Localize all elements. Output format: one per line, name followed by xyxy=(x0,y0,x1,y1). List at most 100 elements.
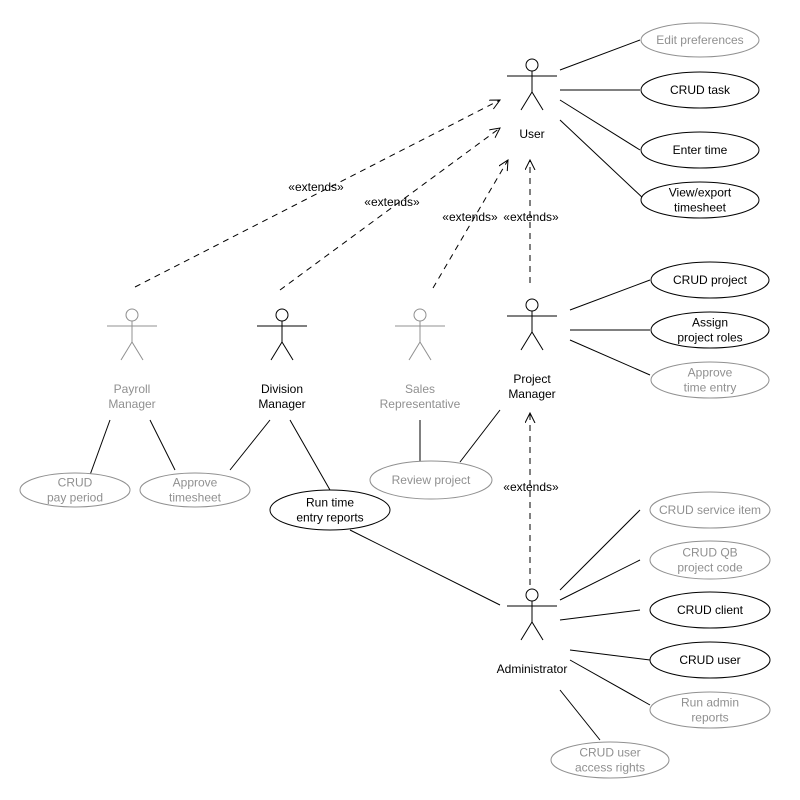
actor-figure-icon xyxy=(507,588,557,641)
association-line xyxy=(229,419,271,471)
actor-label: Division xyxy=(261,382,303,396)
use-case-crud-client[interactable]: CRUD client xyxy=(649,591,771,629)
use-case-ellipse xyxy=(19,472,131,508)
use-case-label: entry reports xyxy=(296,511,363,525)
association-line xyxy=(569,279,651,311)
association-line xyxy=(349,529,501,606)
association-line xyxy=(559,509,641,591)
use-case-label: access rights xyxy=(575,761,645,775)
extends-arrow xyxy=(432,160,508,289)
use-case-ellipse xyxy=(650,361,770,399)
actor-label: Administrator xyxy=(497,662,568,676)
association-line xyxy=(559,39,641,71)
use-case-ellipse xyxy=(649,491,771,529)
use-case-label: CRUD xyxy=(58,476,93,490)
association-line xyxy=(559,689,601,741)
extends-label: «extends» xyxy=(288,180,344,194)
association-line xyxy=(89,419,111,476)
extends-label: «extends» xyxy=(442,210,498,224)
actor-label: Payroll xyxy=(114,382,151,396)
use-case-crud-task[interactable]: CRUD task xyxy=(640,71,760,109)
use-case-ellipse xyxy=(640,71,760,109)
use-case-label: Approve xyxy=(688,366,733,380)
use-case-review-project[interactable]: Review project xyxy=(369,460,493,500)
use-case-label: pay period xyxy=(47,491,103,505)
use-case-edit-preferences[interactable]: Edit preferences xyxy=(640,22,760,58)
use-case-ellipse xyxy=(650,261,770,299)
use-case-ellipse xyxy=(139,472,251,508)
association-line xyxy=(149,419,176,471)
use-case-ellipse xyxy=(640,181,760,219)
association-line xyxy=(559,609,641,621)
use-case-label: project roles xyxy=(677,331,742,345)
use-case-label: CRUD task xyxy=(670,83,731,97)
actor-administrator[interactable]: Administrator xyxy=(497,588,568,676)
use-case-label: CRUD service item xyxy=(659,503,761,517)
use-case-label: CRUD user xyxy=(579,746,640,760)
association-line xyxy=(559,559,641,601)
actor-label: Project xyxy=(513,372,551,386)
actor-user[interactable]: User xyxy=(507,58,557,141)
use-case-label: timesheet xyxy=(674,201,727,215)
use-case-label: time entry xyxy=(684,381,737,395)
use-case-label: Edit preferences xyxy=(656,33,743,47)
use-case-label: Assign xyxy=(692,316,728,330)
association-line xyxy=(459,409,501,463)
actor-figure-icon xyxy=(507,298,557,351)
actor-figure-icon xyxy=(507,58,557,111)
use-case-crud-project[interactable]: CRUD project xyxy=(650,261,770,299)
use-case-label: Approve xyxy=(173,476,218,490)
association-line xyxy=(289,419,331,491)
use-case-ellipse xyxy=(369,460,493,500)
use-case-enter-time[interactable]: Enter time xyxy=(640,131,760,169)
use-case-label: Review project xyxy=(392,473,471,487)
use-case-label: reports xyxy=(691,711,728,725)
use-case-label: CRUD QB xyxy=(682,546,737,560)
actor-label: Manager xyxy=(258,397,305,411)
extends-arrow xyxy=(134,100,500,288)
use-case-ellipse xyxy=(650,311,770,349)
use-case-ellipse xyxy=(550,741,670,779)
use-case-label: CRUD user xyxy=(679,653,740,667)
use-case-label: Run admin xyxy=(681,696,739,710)
extends-label: «extends» xyxy=(503,210,559,224)
extends-label: «extends» xyxy=(503,480,559,494)
actor-label: Sales xyxy=(405,382,435,396)
use-case-ellipse xyxy=(640,131,760,169)
actor-label: Representative xyxy=(380,397,461,411)
use-case-label: View/export xyxy=(669,186,732,200)
use-case-ellipse xyxy=(649,540,771,580)
use-case-ellipse xyxy=(649,691,771,729)
extends-label: «extends» xyxy=(364,195,420,209)
use-case-crud-service-item[interactable]: CRUD service item xyxy=(649,491,771,529)
actor-figure-icon xyxy=(107,308,157,361)
use-case-label: Run time xyxy=(306,496,354,510)
association-line xyxy=(559,99,641,151)
association-line xyxy=(559,119,646,201)
use-case-label: timesheet xyxy=(169,491,222,505)
use-case-label: project code xyxy=(677,561,743,575)
use-case-crud-user[interactable]: CRUD user xyxy=(649,641,771,679)
use-case-ellipse xyxy=(649,591,771,629)
association-line xyxy=(569,649,651,661)
association-line xyxy=(569,659,651,706)
use-case-ellipse xyxy=(269,489,391,531)
use-case-label: CRUD project xyxy=(673,273,748,287)
actor-label: User xyxy=(519,127,544,141)
use-case-label: Enter time xyxy=(673,143,728,157)
